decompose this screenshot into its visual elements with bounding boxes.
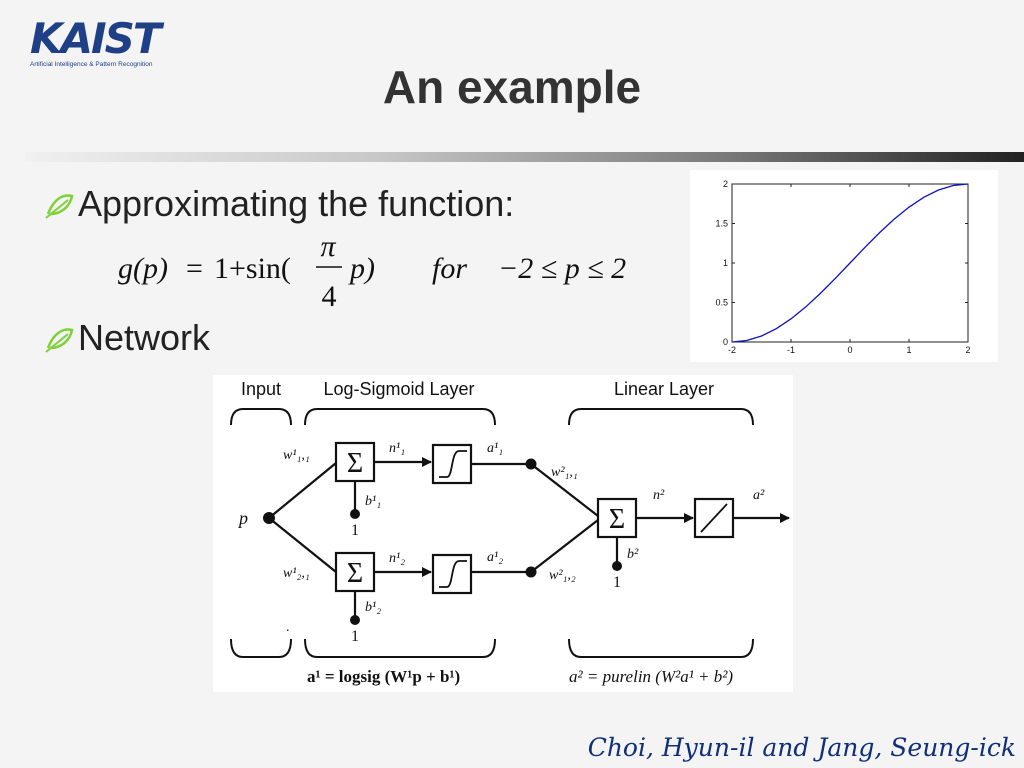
logo-subtitle: Artificial Intelligence & Pattern Recogn… [30, 61, 153, 68]
label-n12: n¹₂ [389, 551, 405, 566]
bullet-approximating: Approximating the function: [44, 183, 514, 225]
x-tick-label: 2 [965, 345, 970, 355]
bias-b12: b¹₂ [365, 600, 381, 615]
equation-layer2: a² = purelin (W²a¹ + b²) [569, 667, 733, 686]
formula-lhs: g(p) [118, 252, 168, 285]
formula-eq: = [186, 252, 203, 285]
edge-w211 [530, 463, 599, 517]
linear-icon [700, 503, 728, 533]
bias-node-2 [350, 615, 360, 625]
brace-layer1-bottom [304, 638, 496, 658]
formula-rhs-pre: 1+sin( [214, 252, 291, 285]
formula-denominator: 4 [322, 280, 337, 312]
curve-line [731, 183, 969, 343]
network-diagram: Input Log-Sigmoid Layer Linear Layer . p… [213, 375, 793, 692]
brace-dot: . [286, 620, 290, 635]
header-input: Input [241, 379, 281, 399]
weight-w11: w¹₁,₁ [283, 448, 310, 463]
title-divider [25, 152, 1024, 162]
y-tick-label: 0.5 [715, 298, 728, 308]
kaist-logo: KAIST Artificial Intelligence & Pattern … [30, 14, 162, 70]
input-p-label: p [237, 508, 248, 528]
formula-rhs-post: p) [348, 252, 375, 285]
label-a11: a¹₁ [487, 441, 503, 456]
function-formula: g(p) = 1+sin( π 4 p) for −2 ≤ p ≤ 2 [118, 232, 626, 312]
edge-w212 [530, 519, 599, 573]
header-linear: Linear Layer [614, 379, 714, 399]
brace-layer1-top [304, 408, 496, 426]
sigmoid-icon [439, 450, 467, 478]
slide-title: An example [382, 61, 642, 113]
bias-one-3: 1 [613, 574, 621, 591]
y-tick-label: 0 [723, 337, 728, 347]
x-tick-label: 0 [847, 345, 852, 355]
bias-node-3 [612, 561, 622, 571]
bullet-text: Network [78, 317, 211, 358]
bullet-text: Approximating the function: [78, 183, 515, 224]
leaf-bullet-icon [45, 328, 74, 353]
y-tick-label: 1 [723, 258, 728, 268]
brace-input-bottom [230, 638, 292, 658]
x-tick-label: -2 [728, 345, 736, 355]
x-tick-label: -1 [787, 345, 795, 355]
logo-wordmark: KAIST [30, 14, 162, 63]
header-log-sigmoid: Log-Sigmoid Layer [323, 379, 474, 399]
sum-symbol: Σ [347, 558, 363, 589]
label-a2: a² [753, 488, 765, 503]
y-tick-label: 2 [723, 179, 728, 189]
bias-b11: b¹₁ [365, 494, 381, 509]
weight-w212: w²₁,₂ [549, 568, 576, 583]
brace-layer2-bottom [568, 638, 754, 658]
weight-w21: w¹₂,₁ [283, 566, 310, 581]
sigmoid-icon [439, 560, 467, 588]
y-tick-label: 1.5 [715, 219, 728, 229]
bullet-network: Network [44, 317, 210, 359]
edge-w21 [268, 517, 337, 573]
sum-symbol: Σ [347, 448, 363, 479]
bias-b2: b² [627, 547, 639, 562]
brace-layer2-top [568, 408, 754, 426]
label-a12: a¹₂ [487, 550, 503, 565]
leaf-bullet-icon [45, 194, 74, 219]
label-n11: n¹₁ [389, 441, 405, 456]
bias-one-2: 1 [351, 628, 359, 645]
x-tick-label: 1 [906, 345, 911, 355]
function-plot: -2 -1 0 1 2 0 0.5 1 1.5 2 [690, 170, 998, 362]
sum-symbol: Σ [609, 504, 625, 535]
formula-for: for [432, 252, 467, 285]
bias-one-1: 1 [351, 522, 359, 539]
sum-node-3 [596, 497, 638, 539]
brace-input-top [230, 408, 292, 426]
author-footer: Choi, Hyun-il and Jang, Seung-ick [587, 733, 1016, 762]
label-n2: n² [653, 488, 665, 503]
bias-node-1 [350, 509, 360, 519]
edge-w11 [268, 462, 337, 519]
plot-canvas: -2 -1 0 1 2 0 0.5 1 1.5 2 [715, 179, 970, 355]
formula-numerator: π [320, 232, 336, 263]
equation-layer1: a¹ = logsig (W¹p + b¹) [307, 667, 460, 686]
formula-condition: −2 ≤ p ≤ 2 [498, 252, 626, 285]
weight-w211: w²₁,₁ [551, 465, 578, 480]
